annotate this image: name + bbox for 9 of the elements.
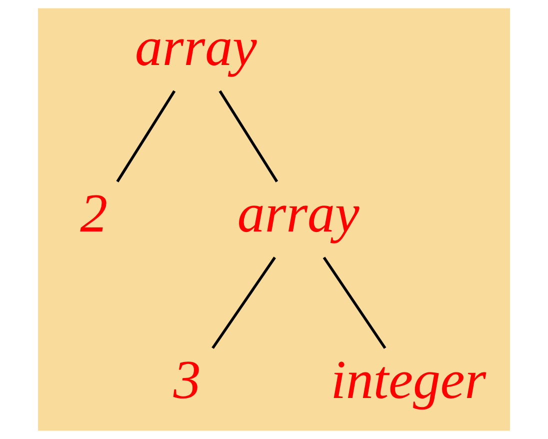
- connector: [322, 256, 386, 349]
- connector: [116, 90, 176, 182]
- node-text: 3: [173, 348, 201, 410]
- connector: [212, 256, 276, 349]
- node-text: array: [134, 16, 257, 77]
- node-text: array: [237, 182, 360, 244]
- node-text: 2: [80, 182, 108, 244]
- node-text: integer: [330, 348, 486, 410]
- connector: [218, 90, 278, 182]
